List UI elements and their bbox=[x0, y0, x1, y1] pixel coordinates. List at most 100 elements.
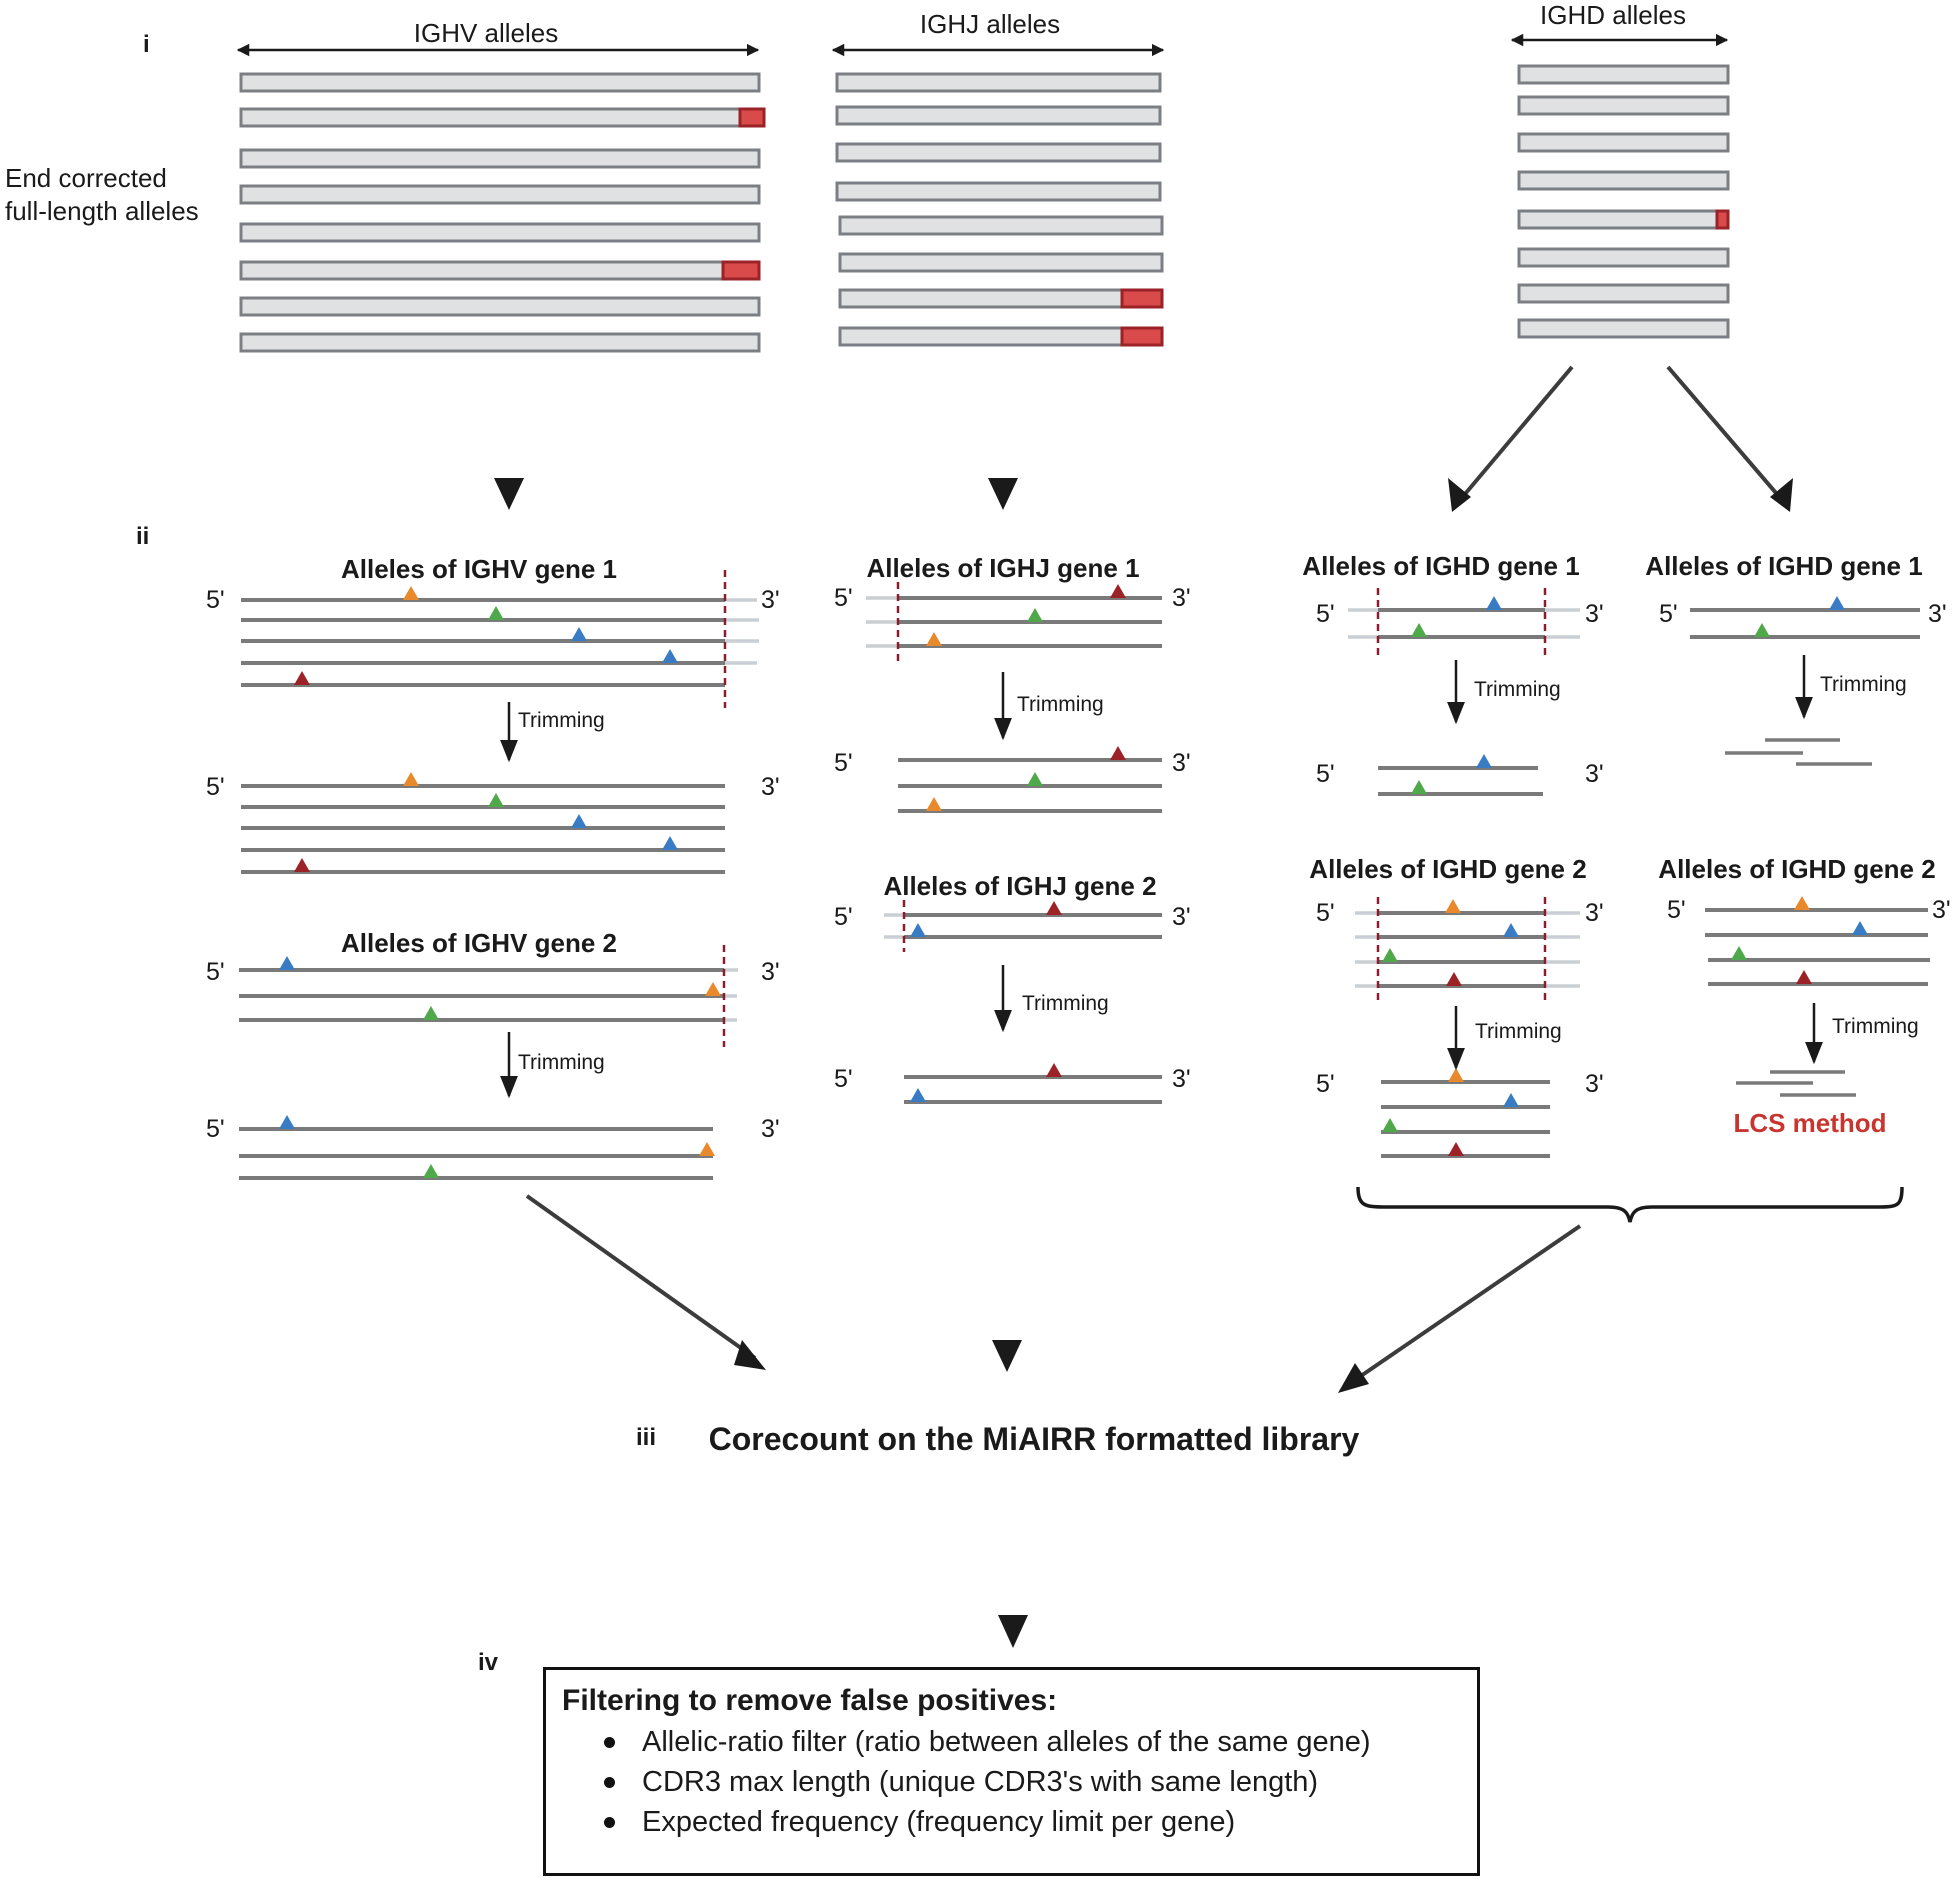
allele-line bbox=[1348, 623, 1580, 639]
arrow-ighd-to-gene1b bbox=[1666, 365, 1784, 502]
ighv-gene1-title: Alleles of IGHV gene 1 bbox=[341, 554, 617, 584]
ighd-allele-bar bbox=[1517, 318, 1730, 339]
five-prime-label: 5' bbox=[206, 773, 225, 801]
ighv-allele-bar bbox=[239, 332, 761, 353]
ighd-allele-bar bbox=[1517, 64, 1730, 85]
allele-line bbox=[898, 797, 1162, 813]
allele-line bbox=[884, 901, 1162, 917]
variant-marker bbox=[279, 956, 295, 970]
allele-line bbox=[898, 772, 1162, 788]
allele-line bbox=[1381, 1093, 1550, 1109]
trimming-label-ighd2b: Trimming bbox=[1832, 1015, 1919, 1038]
allele-line bbox=[241, 793, 725, 809]
ighj-allele-bar bbox=[835, 72, 1162, 93]
ighv-gene2-trimmed: 5'3' bbox=[206, 1115, 780, 1180]
ighv-gene2-title: Alleles of IGHV gene 2 bbox=[341, 928, 617, 958]
ighd-gene2b-untrimmed: 5'3' bbox=[1667, 896, 1951, 986]
ighj-gene1-title: Alleles of IGHJ gene 1 bbox=[866, 553, 1139, 583]
three-prime-label: 3' bbox=[1172, 749, 1191, 777]
filter-item-cdr3-max-length: CDR3 max length (unique CDR3's with same… bbox=[602, 1762, 1461, 1802]
allele-line bbox=[1381, 1068, 1550, 1084]
allele-line bbox=[1381, 1142, 1550, 1158]
trimming-label-ighv2: Trimming bbox=[518, 1051, 605, 1074]
allele-line bbox=[866, 632, 1162, 648]
ighj-gene1-untrimmed: 5'3' bbox=[834, 582, 1191, 662]
ighv-allele-bar bbox=[239, 222, 761, 243]
ighj-gene1-trimmed: 5' 3' bbox=[834, 746, 1191, 813]
variant-marker bbox=[699, 1142, 715, 1156]
allele-line bbox=[239, 1006, 737, 1022]
variant-marker bbox=[488, 606, 504, 620]
allele-line bbox=[241, 649, 757, 665]
ighd-allele-bar bbox=[1517, 132, 1730, 153]
step-ii-label: ii bbox=[136, 523, 149, 550]
allele-line bbox=[241, 836, 725, 852]
five-prime-label: 5' bbox=[1316, 760, 1335, 788]
allele-line bbox=[239, 1115, 713, 1131]
variant-marker bbox=[1027, 608, 1043, 622]
allele-line bbox=[239, 956, 738, 972]
variant-marker bbox=[423, 1164, 439, 1178]
variant-marker bbox=[571, 814, 587, 828]
variant-marker bbox=[488, 793, 504, 807]
five-prime-label: 5' bbox=[206, 586, 225, 614]
allele-line bbox=[239, 1142, 715, 1158]
variant-marker bbox=[1110, 746, 1126, 760]
ighd-gene2a-untrimmed: 5'3' bbox=[1316, 897, 1604, 1003]
variant-marker bbox=[423, 1006, 439, 1020]
five-prime-label: 5' bbox=[206, 958, 225, 986]
variant-marker bbox=[1046, 901, 1062, 915]
ighd-gene1a-untrimmed: 5' 3' bbox=[1316, 588, 1604, 655]
filter-item-allelic-ratio: Allelic-ratio filter (ratio between alle… bbox=[602, 1722, 1461, 1762]
five-prime-label: 5' bbox=[834, 749, 853, 777]
three-prime-label: 3' bbox=[1932, 896, 1951, 924]
filter-item-expected-frequency: Expected frequency (frequency limit per … bbox=[602, 1802, 1461, 1842]
end-correction-segment bbox=[1120, 326, 1164, 347]
ighv-allele-bar bbox=[239, 184, 761, 205]
allele-line bbox=[1378, 754, 1538, 770]
trimming-label-ighd1b: Trimming bbox=[1820, 673, 1907, 696]
five-prime-label: 5' bbox=[834, 584, 853, 612]
variant-marker bbox=[1046, 1063, 1062, 1077]
ighd-gene2-title-b: Alleles of IGHD gene 2 bbox=[1658, 854, 1935, 884]
ighj-gene2-untrimmed: 5'3' bbox=[834, 900, 1191, 952]
filtering-title: Filtering to remove false positives: bbox=[562, 1684, 1058, 1717]
ighd-alleles-label: IGHD alleles bbox=[1540, 0, 1686, 30]
end-correction-segment bbox=[738, 107, 766, 128]
end-correction-segment bbox=[1715, 209, 1730, 230]
ighd-allele-bar bbox=[1517, 283, 1730, 304]
allele-line bbox=[241, 814, 725, 830]
variant-marker bbox=[571, 627, 587, 641]
ighj-alleles-label: IGHJ alleles bbox=[920, 9, 1060, 39]
lcs-fragments-gene1 bbox=[1725, 738, 1872, 766]
ighv-gene1-trimmed: 5'3' bbox=[206, 772, 780, 874]
five-prime-label: 5' bbox=[1316, 600, 1335, 628]
variant-marker bbox=[705, 982, 721, 996]
allele-line bbox=[1355, 972, 1580, 988]
trimming-label-ighv1: Trimming bbox=[518, 709, 605, 732]
ighj-allele-bar bbox=[838, 326, 1164, 347]
ighv-allele-bar bbox=[239, 296, 761, 317]
lcs-method-label: LCS method bbox=[1733, 1108, 1886, 1138]
three-prime-label: 3' bbox=[761, 958, 780, 986]
three-prime-label: 3' bbox=[1928, 600, 1947, 628]
ighd-gene1-title-a: Alleles of IGHD gene 1 bbox=[1302, 551, 1579, 581]
allele-line bbox=[241, 671, 725, 687]
ighd-gene1b-untrimmed: 5'3' bbox=[1659, 596, 1947, 639]
ighd-gene2a-trimmed: 5'3' bbox=[1316, 1068, 1604, 1158]
filtering-box: Filtering to remove false positives: All… bbox=[543, 1667, 1480, 1876]
full-length-allele-bars bbox=[239, 64, 1730, 353]
three-prime-label: 3' bbox=[1585, 600, 1604, 628]
variant-marker bbox=[279, 1115, 295, 1129]
arrow-ighd-to-gene1a bbox=[1458, 365, 1574, 502]
ighd-gene1-title-b: Alleles of IGHD gene 1 bbox=[1645, 551, 1922, 581]
allele-line bbox=[239, 1164, 713, 1180]
ighd-gene2-title-a: Alleles of IGHD gene 2 bbox=[1309, 854, 1586, 884]
three-prime-label: 3' bbox=[1585, 760, 1604, 788]
ighv-allele-bar bbox=[239, 107, 766, 128]
corecount-label: Corecount on the MiAIRR formatted librar… bbox=[709, 1421, 1360, 1457]
ighv-allele-bar bbox=[239, 148, 761, 169]
ighj-allele-bar bbox=[835, 105, 1162, 126]
variant-marker bbox=[403, 586, 419, 600]
